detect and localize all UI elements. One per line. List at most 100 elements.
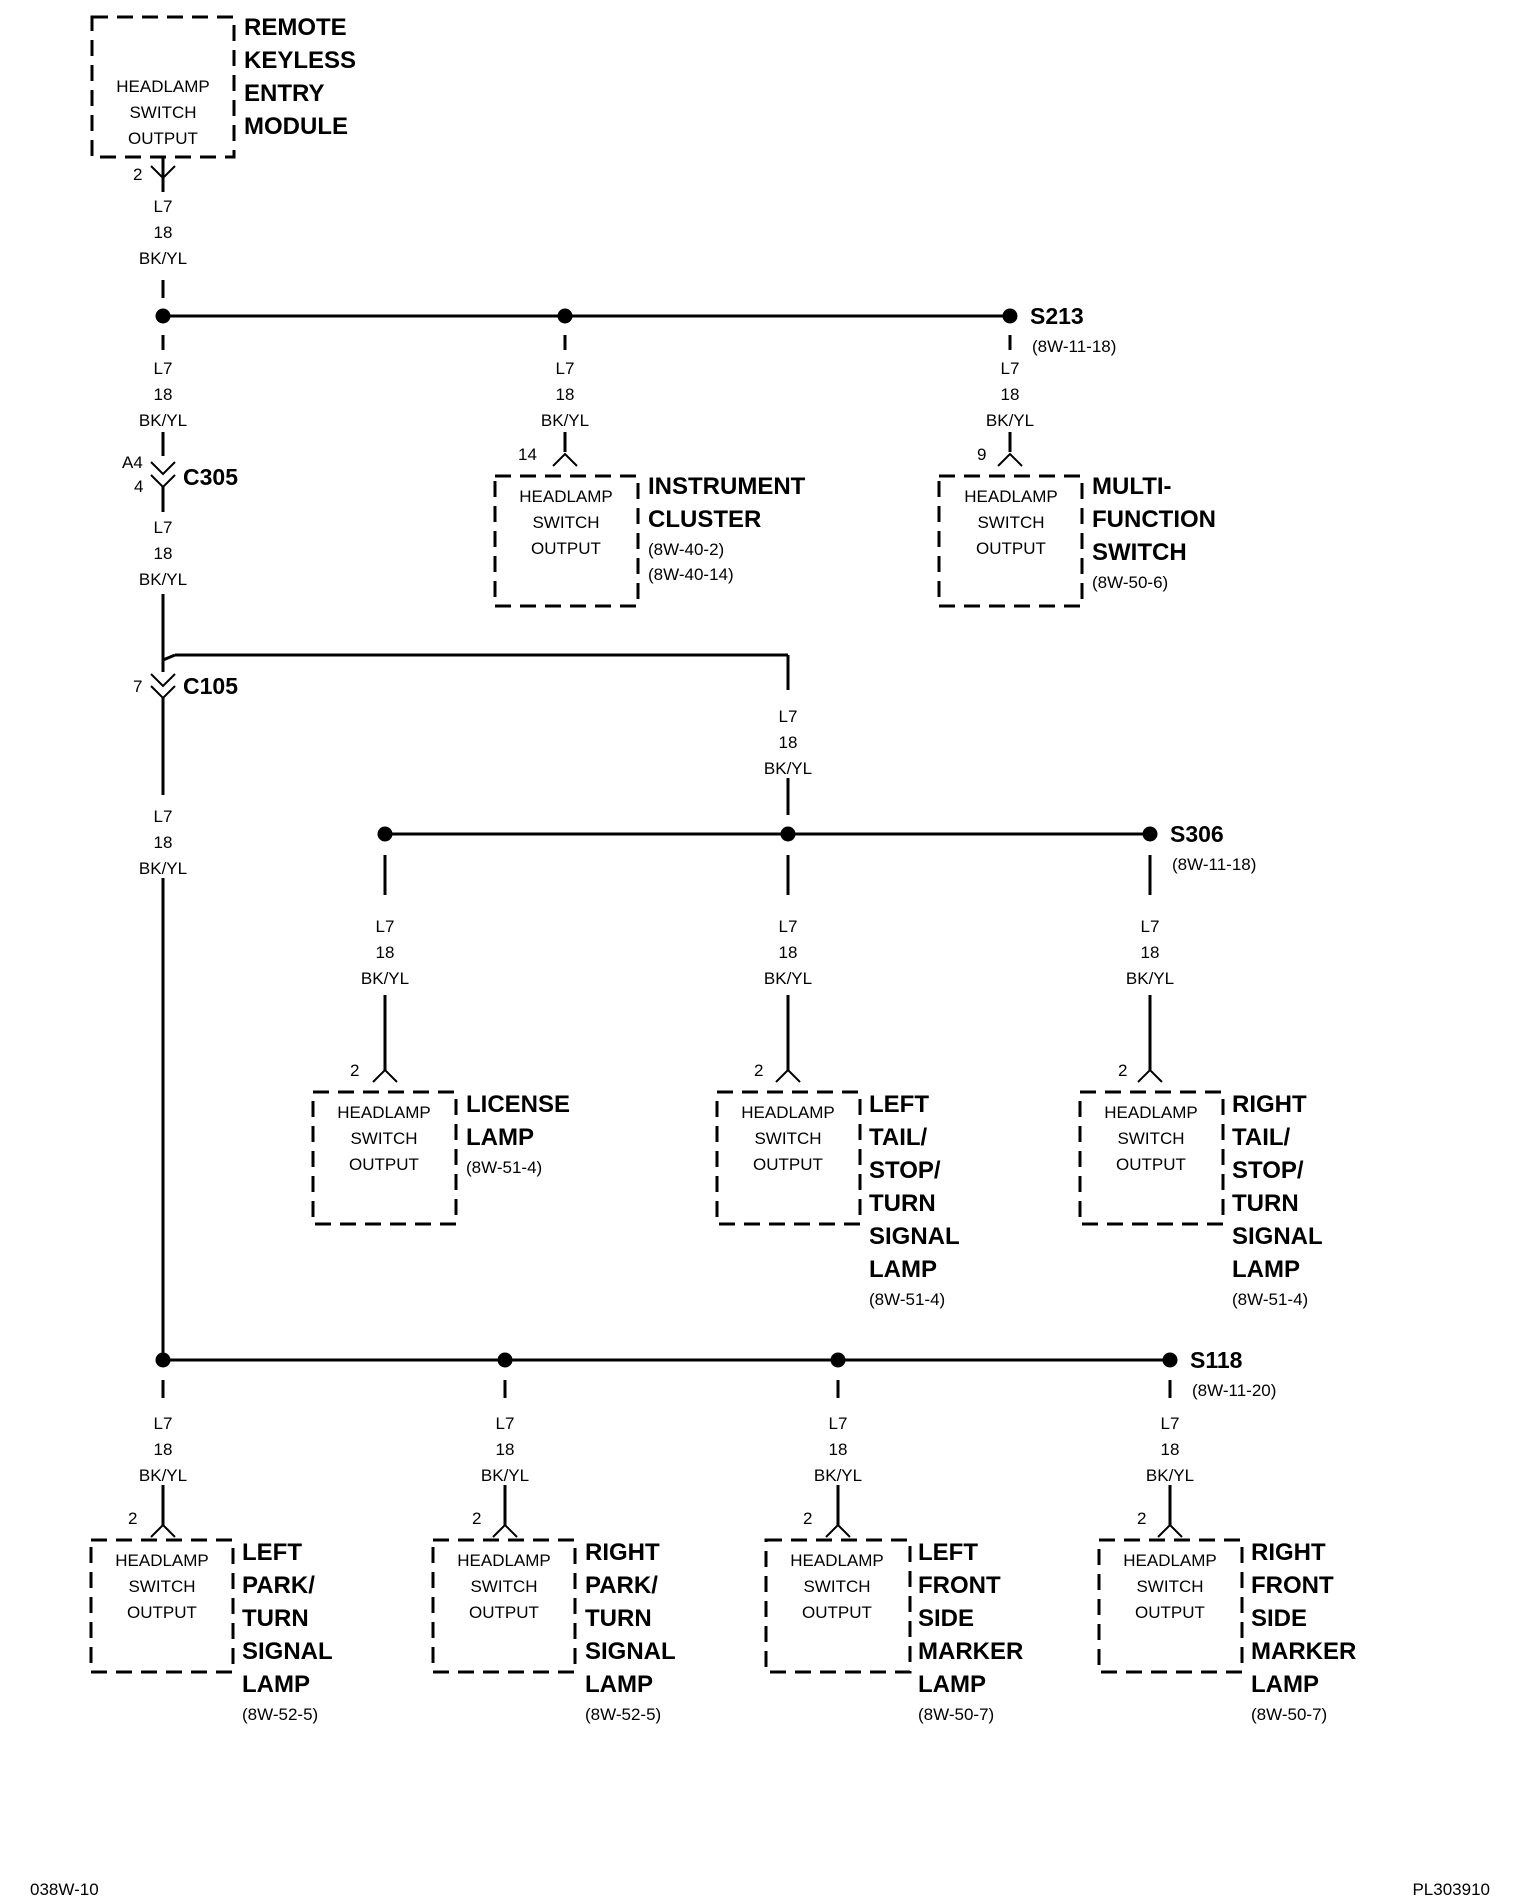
- splice-s118-ref: (8W-11-20): [1192, 1381, 1276, 1400]
- svg-text:BK/YL: BK/YL: [1126, 969, 1174, 988]
- svg-text:(8W-50-7): (8W-50-7): [918, 1705, 994, 1724]
- svg-text:INSTRUMENT: INSTRUMENT: [648, 473, 806, 500]
- svg-text:SWITCH: SWITCH: [1092, 539, 1187, 566]
- svg-text:HEADLAMP: HEADLAMP: [337, 1103, 431, 1122]
- svg-text:STOP/: STOP/: [1232, 1157, 1304, 1184]
- svg-text:SWITCH: SWITCH: [129, 103, 196, 122]
- svg-text:SWITCH: SWITCH: [1136, 1577, 1203, 1596]
- svg-text:18: 18: [556, 385, 575, 404]
- svg-text:(8W-40-14): (8W-40-14): [648, 565, 734, 584]
- splice-dot: [155, 1352, 171, 1368]
- svg-text:HEADLAMP: HEADLAMP: [790, 1551, 884, 1570]
- svg-text:L7: L7: [154, 807, 173, 826]
- svg-text:L7: L7: [779, 707, 798, 726]
- svg-text:TAIL/: TAIL/: [869, 1124, 928, 1151]
- component-multi-function-switch: 9 HEADLAMP SWITCH OUTPUT MULTI- FUNCTION…: [937, 445, 1216, 608]
- svg-text:L7: L7: [829, 1414, 848, 1433]
- svg-text:MARKER: MARKER: [1251, 1638, 1356, 1665]
- svg-text:HEADLAMP: HEADLAMP: [115, 1551, 209, 1570]
- svg-text:RIGHT: RIGHT: [585, 1539, 660, 1566]
- svg-text:(8W-50-6): (8W-50-6): [1092, 573, 1168, 592]
- svg-text:HEADLAMP: HEADLAMP: [519, 487, 613, 506]
- svg-text:MODULE: MODULE: [244, 113, 348, 140]
- svg-text:2: 2: [754, 1061, 763, 1080]
- c305-pin-b: 4: [134, 477, 143, 496]
- svg-text:2: 2: [128, 1509, 137, 1528]
- svg-text:18: 18: [779, 943, 798, 962]
- svg-text:LAMP: LAMP: [1232, 1256, 1300, 1283]
- svg-text:STOP/: STOP/: [869, 1157, 941, 1184]
- svg-text:ENTRY: ENTRY: [244, 80, 324, 107]
- svg-text:OUTPUT: OUTPUT: [753, 1155, 823, 1174]
- component-left-marker-lamp: 2 HEADLAMP SWITCH OUTPUT LEFT FRONT SIDE…: [764, 1509, 1023, 1724]
- svg-text:2: 2: [472, 1509, 481, 1528]
- svg-text:SIDE: SIDE: [1251, 1605, 1307, 1632]
- splice-dot-s118: [1162, 1352, 1178, 1368]
- connector-c305: A4 4 C305: [122, 453, 238, 500]
- c305-name: C305: [183, 464, 238, 490]
- svg-text:LAMP: LAMP: [918, 1671, 986, 1698]
- svg-text:BK/YL: BK/YL: [814, 1466, 862, 1485]
- svg-text:BK/YL: BK/YL: [139, 1466, 187, 1485]
- svg-text:L7: L7: [154, 1414, 173, 1433]
- svg-text:OUTPUT: OUTPUT: [802, 1603, 872, 1622]
- svg-text:L7: L7: [154, 359, 173, 378]
- svg-text:18: 18: [376, 943, 395, 962]
- splice-s118-name: S118: [1190, 1347, 1243, 1373]
- svg-text:(8W-51-4): (8W-51-4): [466, 1158, 542, 1177]
- svg-text:L7: L7: [1001, 359, 1020, 378]
- component-left-park-lamp: 2 HEADLAMP SWITCH OUTPUT LEFT PARK/ TURN…: [89, 1509, 333, 1724]
- svg-text:TURN: TURN: [585, 1605, 652, 1632]
- svg-text:L7: L7: [376, 917, 395, 936]
- component-license-lamp: 2 HEADLAMP SWITCH OUTPUT LICENSE LAMP (8…: [311, 1061, 570, 1226]
- svg-text:HEADLAMP: HEADLAMP: [964, 487, 1058, 506]
- svg-text:SWITCH: SWITCH: [350, 1129, 417, 1148]
- svg-text:LEFT: LEFT: [869, 1091, 929, 1118]
- svg-text:18: 18: [1001, 385, 1020, 404]
- svg-text:(8W-52-5): (8W-52-5): [585, 1705, 661, 1724]
- svg-text:BK/YL: BK/YL: [541, 411, 589, 430]
- svg-text:TURN: TURN: [242, 1605, 309, 1632]
- svg-text:CLUSTER: CLUSTER: [648, 506, 761, 533]
- svg-text:L7: L7: [779, 917, 798, 936]
- splice-dot: [830, 1352, 846, 1368]
- svg-text:HEADLAMP: HEADLAMP: [1123, 1551, 1217, 1570]
- svg-text:OUTPUT: OUTPUT: [531, 539, 601, 558]
- svg-text:BK/YL: BK/YL: [139, 570, 187, 589]
- svg-text:FRONT: FRONT: [918, 1572, 1001, 1599]
- svg-text:14: 14: [518, 445, 537, 464]
- svg-text:(8W-51-4): (8W-51-4): [1232, 1290, 1308, 1309]
- svg-text:SWITCH: SWITCH: [532, 513, 599, 532]
- svg-text:LAMP: LAMP: [1251, 1671, 1319, 1698]
- svg-text:BK/YL: BK/YL: [1146, 1466, 1194, 1485]
- svg-text:BK/YL: BK/YL: [139, 859, 187, 878]
- svg-text:OUTPUT: OUTPUT: [1135, 1603, 1205, 1622]
- page-code-left: 038W-10: [30, 1880, 99, 1899]
- svg-text:MARKER: MARKER: [918, 1638, 1023, 1665]
- svg-text:L7: L7: [154, 197, 173, 216]
- svg-text:LICENSE: LICENSE: [466, 1091, 570, 1118]
- svg-text:(8W-51-4): (8W-51-4): [869, 1290, 945, 1309]
- svg-text:OUTPUT: OUTPUT: [1116, 1155, 1186, 1174]
- svg-text:SIGNAL: SIGNAL: [869, 1223, 960, 1250]
- connector-c105: 7 C105: [133, 620, 238, 710]
- svg-text:LEFT: LEFT: [242, 1539, 302, 1566]
- svg-text:(8W-52-5): (8W-52-5): [242, 1705, 318, 1724]
- splice-dot-s306: [1142, 826, 1158, 842]
- splice-dot: [780, 826, 796, 842]
- svg-text:KEYLESS: KEYLESS: [244, 47, 356, 74]
- page-code-right: PL303910: [1412, 1880, 1490, 1899]
- splice-s213-name: S213: [1030, 303, 1084, 329]
- svg-text:PARK/: PARK/: [585, 1572, 658, 1599]
- splice-dot-s213: [1002, 308, 1018, 324]
- svg-text:LEFT: LEFT: [918, 1539, 978, 1566]
- splice-labels: S213 (8W-11-18) S306 (8W-11-18) S118 (8W…: [1030, 303, 1276, 1400]
